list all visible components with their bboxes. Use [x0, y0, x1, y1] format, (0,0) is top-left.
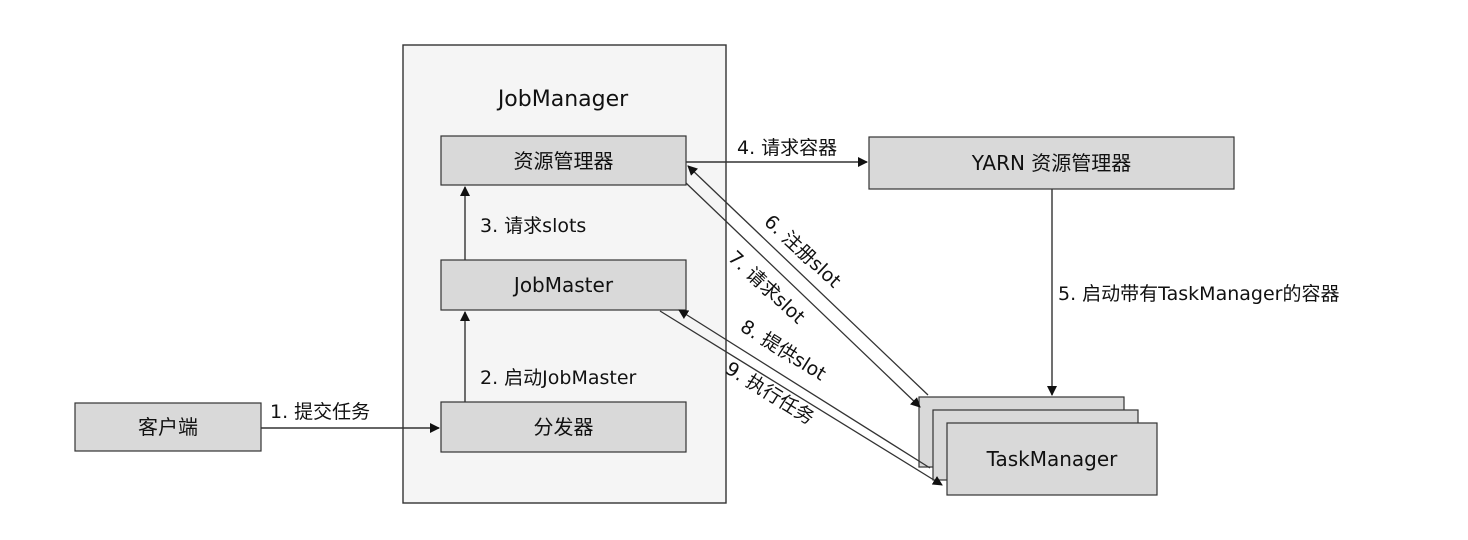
- jobmanager-title: JobManager: [496, 87, 629, 112]
- yarn-resource-manager-label: YARN 资源管理器: [971, 151, 1132, 175]
- arrow-execute-task: [659, 310, 943, 486]
- taskmanager-label: TaskManager: [986, 447, 1119, 471]
- yarn-resource-manager-box: [868, 136, 1235, 190]
- taskmanager-box-front: [946, 422, 1158, 496]
- client-box: [74, 402, 262, 452]
- arrow-request-slot: [685, 182, 921, 408]
- dispatcher-label: 分发器: [534, 415, 594, 439]
- arrow-register-slot: [687, 165, 929, 396]
- label-request-slots: 3. 请求slots: [480, 215, 586, 237]
- client-label: 客户端: [138, 415, 198, 439]
- label-submit-job: 1. 提交任务: [270, 401, 370, 423]
- arrow-offer-slot: [678, 309, 931, 469]
- resource-manager-label: 资源管理器: [514, 149, 614, 173]
- resource-manager-box: [440, 135, 687, 186]
- label-start-container: 5. 启动带有TaskManager的容器: [1058, 283, 1339, 305]
- dispatcher-box: [440, 401, 687, 453]
- label-start-jobmaster: 2. 启动JobMaster: [480, 367, 637, 389]
- jobmaster-label: JobMaster: [512, 273, 614, 297]
- label-request-container: 4. 请求容器: [737, 137, 837, 159]
- jobmaster-box: [440, 259, 687, 311]
